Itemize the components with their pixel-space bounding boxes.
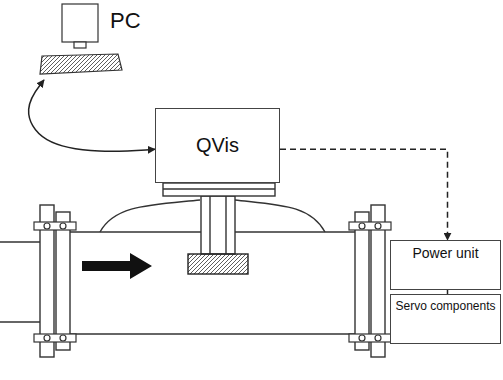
- signal-arrow: [29, 80, 155, 151]
- power-unit-box: Power unit: [390, 240, 501, 290]
- pipe-flange: [40, 205, 385, 357]
- sensor-flange: [163, 183, 275, 196]
- signal-arrow: [280, 149, 448, 240]
- sensor-head: [188, 254, 248, 274]
- node-label: PC: [110, 8, 152, 34]
- bolt: [34, 222, 391, 342]
- pc-icon: [40, 4, 122, 74]
- node-label: Power unit: [395, 245, 496, 261]
- process-box: QVis: [155, 108, 280, 183]
- computer-node: PC: [40, 2, 152, 78]
- flow-arrow: [82, 253, 152, 279]
- node-label: Servo components: [395, 299, 496, 313]
- servo-box: Servo components: [390, 294, 501, 344]
- node-label: QVis: [196, 134, 239, 157]
